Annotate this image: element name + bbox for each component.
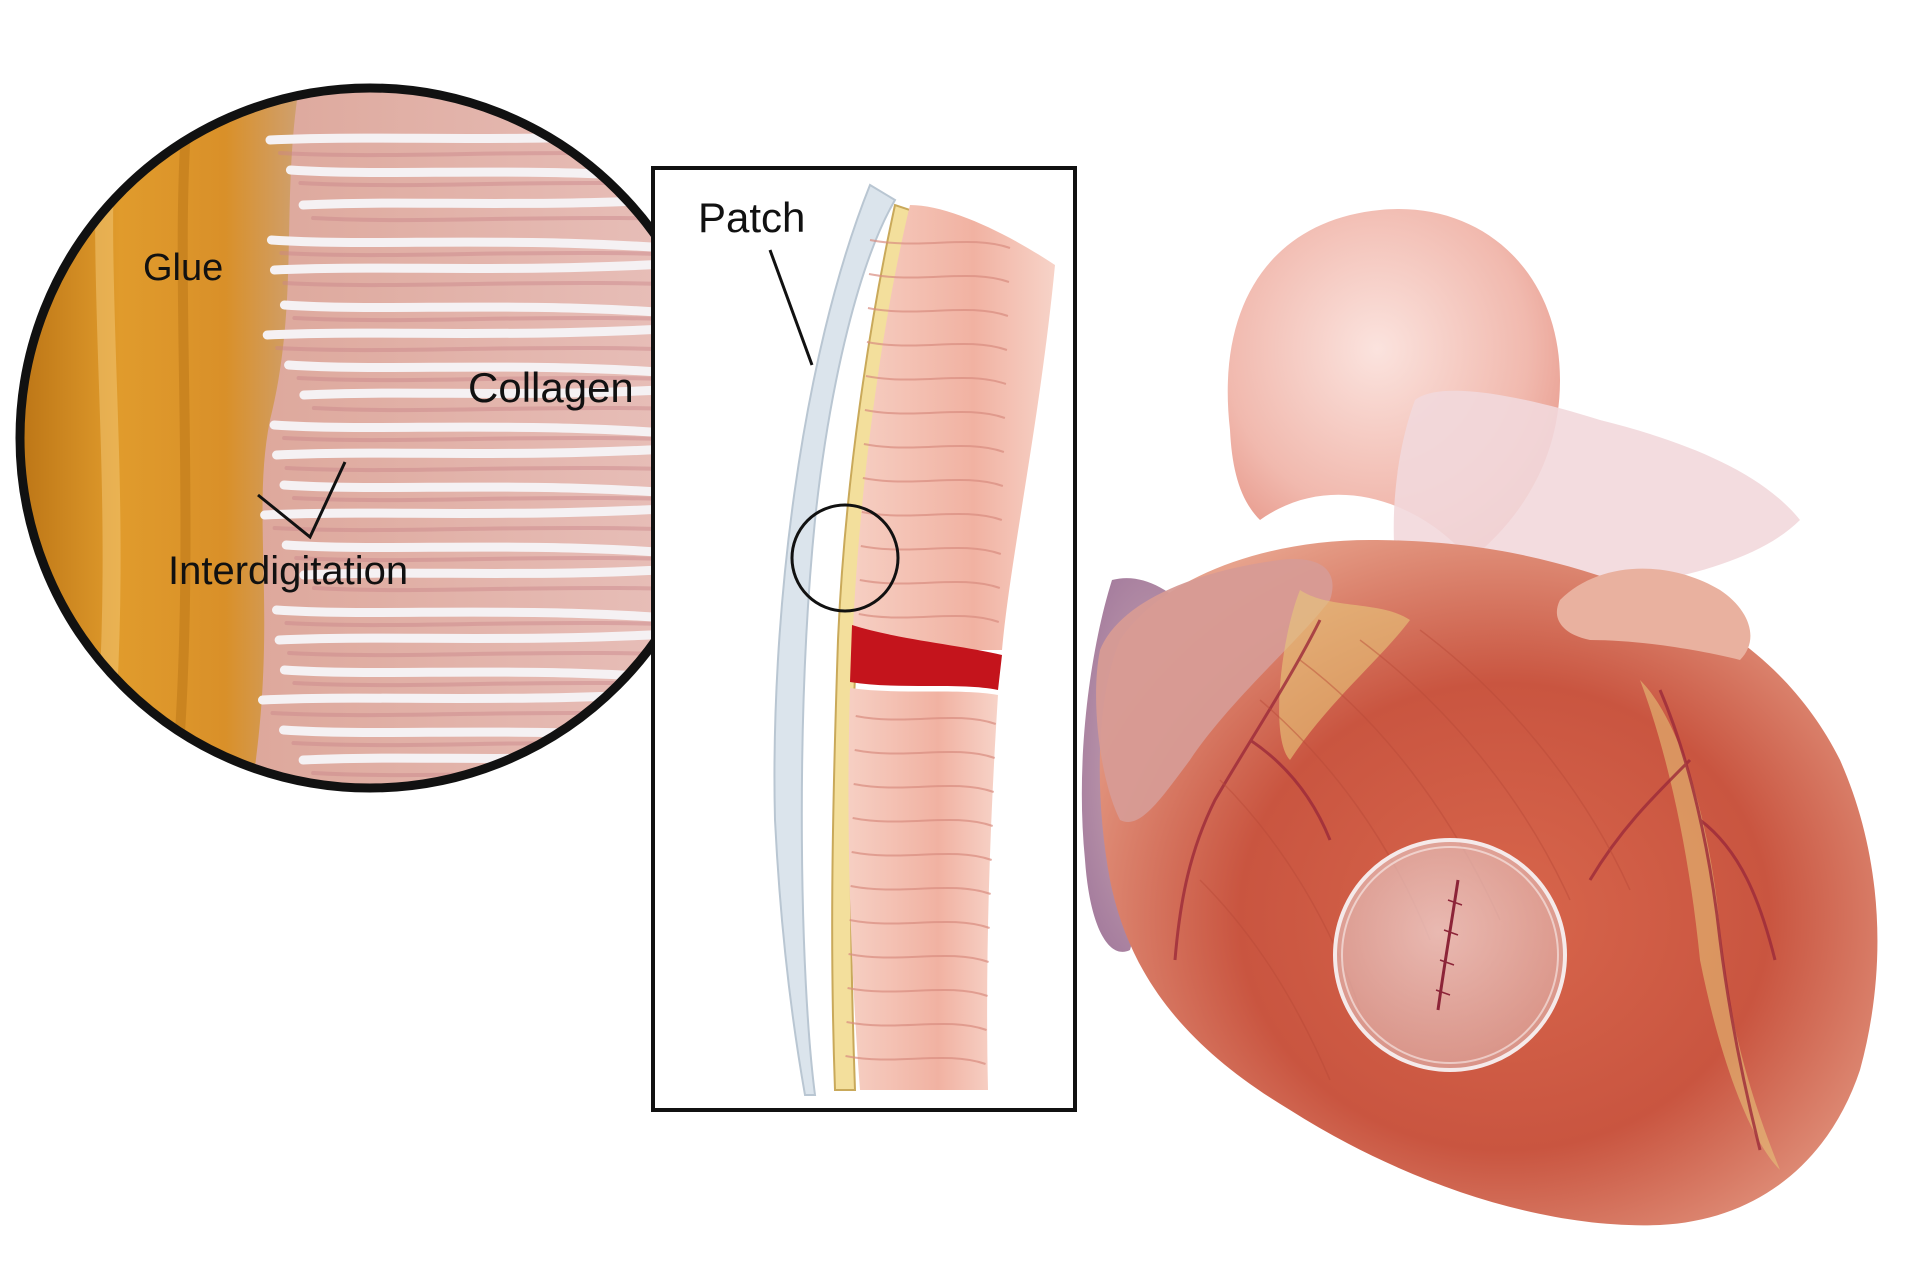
- tissue-line: [846, 1021, 987, 1031]
- tissue-line: [865, 375, 1007, 385]
- tissue-line: [854, 749, 996, 759]
- tissue-line: [855, 715, 997, 725]
- tissue-line: [863, 443, 1005, 453]
- label-glue: Glue: [143, 247, 223, 289]
- tissue-striations: [845, 239, 1011, 1065]
- tissue-line: [847, 987, 988, 997]
- tissue-line: [859, 579, 1001, 589]
- wound: [850, 625, 1002, 690]
- tissue-line: [867, 307, 1009, 317]
- interdigitation-pointer: [257, 461, 347, 540]
- tissue-line: [845, 1055, 986, 1065]
- tissue-line: [860, 545, 1002, 555]
- tissue-upper: [852, 205, 1055, 650]
- label-collagen: Collagen: [468, 364, 634, 411]
- zoom-circle: [15, 83, 725, 793]
- tissue-line: [849, 919, 990, 929]
- tissue-line: [869, 239, 1011, 249]
- detail-box: [651, 166, 1077, 1112]
- tissue-line: [862, 477, 1004, 487]
- patch-layer: [773, 183, 897, 1096]
- tissue-line: [866, 341, 1008, 351]
- tissue-line: [852, 817, 993, 827]
- tissue-line: [851, 851, 992, 861]
- sealed-wound: [1436, 879, 1460, 1011]
- circular-patch: [1333, 838, 1567, 1072]
- tissue-line: [853, 783, 995, 793]
- heart-illustration: [1081, 209, 1878, 1226]
- label-patch: Patch: [698, 194, 805, 241]
- patch-pointer: [768, 249, 814, 366]
- coronary-vessels: [1173, 619, 1777, 1151]
- tissue-line: [858, 613, 1000, 623]
- tissue-line: [868, 273, 1010, 283]
- small-zoom-circle: [790, 503, 900, 613]
- tissue-line: [861, 511, 1003, 521]
- tissue-line: [848, 953, 989, 963]
- tissue-line: [864, 409, 1006, 419]
- tissue-line: [850, 885, 991, 895]
- label-interdigitation: Interdigitation: [168, 549, 408, 593]
